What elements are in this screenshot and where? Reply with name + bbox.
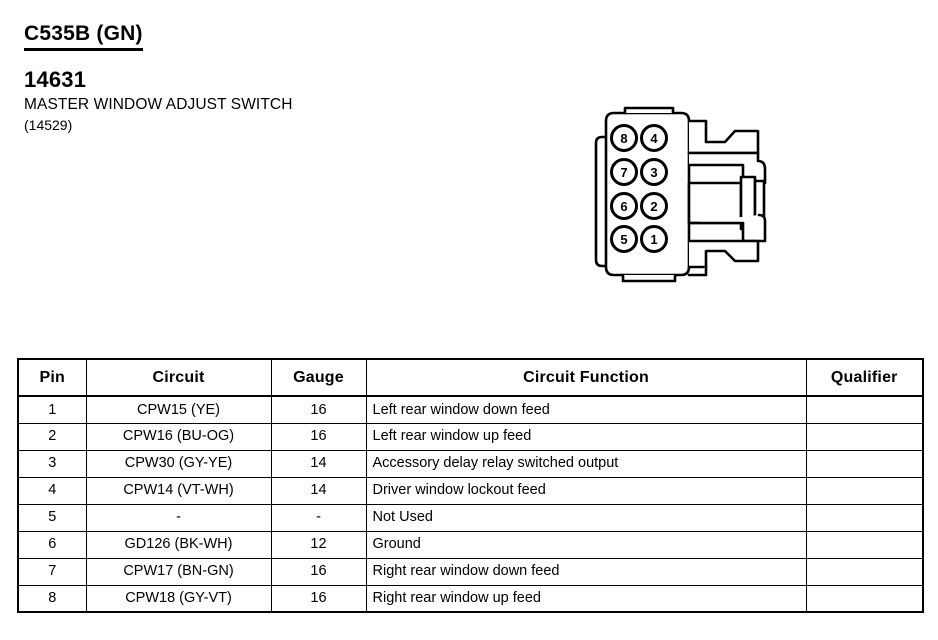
pin-7: 7: [610, 158, 638, 186]
cell-circuit: CPW17 (BN-GN): [85, 557, 272, 586]
connector-svg: 8 4 7 3 6 2 5: [594, 106, 767, 283]
pin-4-label: 4: [650, 131, 658, 146]
column-header-pin: Pin: [17, 358, 87, 397]
table-row: 1 CPW15 (YE) 16 Left rear window down fe…: [17, 395, 924, 424]
pinout-table-body: 1 CPW15 (YE) 16 Left rear window down fe…: [17, 395, 924, 613]
column-header-qualifier: Qualifier: [805, 358, 924, 397]
cell-pin: 7: [17, 557, 87, 586]
cell-gauge: 16: [270, 395, 367, 424]
pinout-table: Pin Circuit Gauge Circuit Function Quali…: [17, 358, 924, 613]
connector-center-keyway: [687, 181, 743, 225]
cell-function: Left rear window up feed: [365, 422, 807, 451]
column-header-function: Circuit Function: [365, 358, 807, 397]
cell-function: Left rear window down feed: [365, 395, 807, 424]
cell-gauge: 14: [270, 449, 367, 478]
pin-1: 1: [640, 225, 668, 253]
pin-7-label: 7: [620, 165, 627, 180]
connector-latch-upper: [687, 119, 760, 155]
cell-qualifier: [805, 503, 924, 532]
pin-1-label: 1: [650, 232, 657, 247]
pin-4: 4: [640, 124, 668, 152]
cell-circuit: GD126 (BK-WH): [85, 530, 272, 559]
cell-function: Driver window lockout feed: [365, 476, 807, 505]
pin-6-label: 6: [620, 199, 627, 214]
pin-circles-group: 8 4 7 3 6 2 5: [610, 124, 668, 253]
column-header-circuit: Circuit: [85, 358, 272, 397]
cell-gauge: 14: [270, 476, 367, 505]
cell-circuit: CPW30 (GY-YE): [85, 449, 272, 478]
table-header-row: Pin Circuit Gauge Circuit Function Quali…: [17, 358, 924, 397]
table-row: 2 CPW16 (BU-OG) 16 Left rear window up f…: [17, 422, 924, 451]
table-row: 4 CPW14 (VT-WH) 14 Driver window lockout…: [17, 476, 924, 505]
connector-top-tab: [623, 106, 675, 115]
pin-2: 2: [640, 192, 668, 220]
part-number: 14631: [24, 66, 87, 92]
cell-function: Not Used: [365, 503, 807, 532]
cell-circuit: CPW18 (GY-VT): [85, 584, 272, 613]
cell-gauge: 12: [270, 530, 367, 559]
cell-qualifier: [805, 422, 924, 451]
pin-8: 8: [610, 124, 638, 152]
table-row: 6 GD126 (BK-WH) 12 Ground: [17, 530, 924, 559]
cell-circuit: CPW15 (YE): [85, 395, 272, 424]
pinout-table-container: Pin Circuit Gauge Circuit Function Quali…: [17, 358, 924, 613]
cell-pin: 6: [17, 530, 87, 559]
part-description: MASTER WINDOW ADJUST SWITCH: [24, 95, 293, 113]
connector-face-diagram: 8 4 7 3 6 2 5: [575, 95, 775, 295]
cell-circuit: -: [85, 503, 272, 532]
cell-pin: 1: [17, 395, 87, 424]
pin-3-label: 3: [650, 165, 657, 180]
cell-function: Right rear window down feed: [365, 557, 807, 586]
cell-pin: 5: [17, 503, 87, 532]
cell-qualifier: [805, 584, 924, 613]
cell-gauge: 16: [270, 422, 367, 451]
cell-circuit: CPW16 (BU-OG): [85, 422, 272, 451]
pin-3: 3: [640, 158, 668, 186]
cell-gauge: 16: [270, 584, 367, 613]
cell-circuit: CPW14 (VT-WH): [85, 476, 272, 505]
connector-title: C535B (GN): [24, 22, 143, 51]
pin-2-label: 2: [650, 199, 657, 214]
cell-gauge: 16: [270, 557, 367, 586]
cell-qualifier: [805, 449, 924, 478]
cell-qualifier: [805, 530, 924, 559]
cell-qualifier: [805, 476, 924, 505]
pin-5-label: 5: [620, 232, 627, 247]
part-reference-number: (14529): [24, 117, 73, 134]
column-header-gauge: Gauge: [270, 358, 367, 397]
cell-qualifier: [805, 395, 924, 424]
cell-function: Ground: [365, 530, 807, 559]
cell-pin: 8: [17, 584, 87, 613]
pin-8-label: 8: [620, 131, 627, 146]
cell-pin: 2: [17, 422, 87, 451]
cell-qualifier: [805, 557, 924, 586]
connector-bottom-tab: [621, 273, 677, 283]
pin-5: 5: [610, 225, 638, 253]
table-row: 7 CPW17 (BN-GN) 16 Right rear window dow…: [17, 557, 924, 586]
cell-function: Right rear window up feed: [365, 584, 807, 613]
connector-latch-lower: [687, 239, 760, 269]
table-row: 8 CPW18 (GY-VT) 16 Right rear window up …: [17, 584, 924, 613]
connector-latch-lower-foot: [687, 265, 708, 277]
cell-pin: 4: [17, 476, 87, 505]
cell-function: Accessory delay relay switched output: [365, 449, 807, 478]
table-row: 5 - - Not Used: [17, 503, 924, 532]
cell-gauge: -: [270, 503, 367, 532]
cell-pin: 3: [17, 449, 87, 478]
connector-header-block: C535B (GN) 14631 MASTER WINDOW ADJUST SW…: [24, 22, 544, 134]
table-row: 3 CPW30 (GY-YE) 14 Accessory delay relay…: [17, 449, 924, 478]
pin-6: 6: [610, 192, 638, 220]
